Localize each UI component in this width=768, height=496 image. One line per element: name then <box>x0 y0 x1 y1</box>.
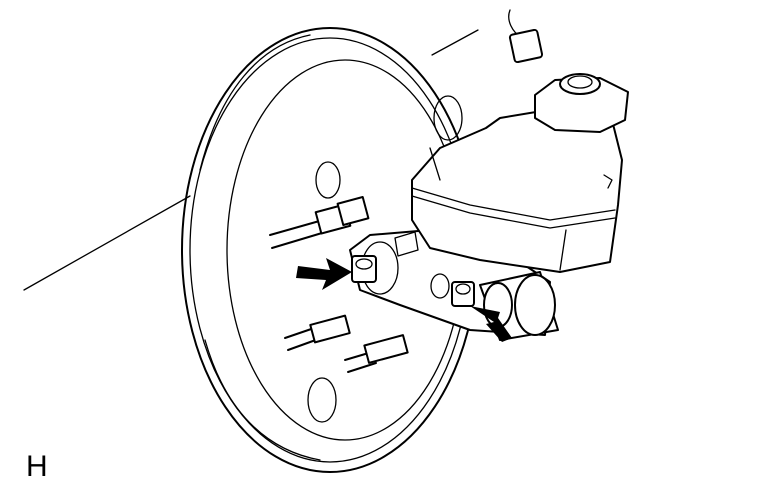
arrow-left <box>296 258 352 290</box>
stud-bolt-upper <box>269 196 370 249</box>
brake-line-port-left <box>351 255 377 283</box>
figure-label: H <box>26 450 48 483</box>
stud-bolt-lower <box>344 334 409 373</box>
fluid-reservoir <box>411 73 629 273</box>
booster-recess-top <box>433 95 463 141</box>
fluid-level-connector <box>508 28 544 64</box>
arrow-right <box>470 306 512 342</box>
stud-bolt-middle <box>284 314 351 351</box>
booster-recess-left <box>315 161 341 199</box>
brake-line-port-right <box>430 273 475 307</box>
booster-recess-bottom <box>307 377 337 423</box>
indicator-arrows <box>296 258 512 342</box>
reservoir-cap <box>534 73 629 133</box>
stud-bolts <box>269 196 409 373</box>
